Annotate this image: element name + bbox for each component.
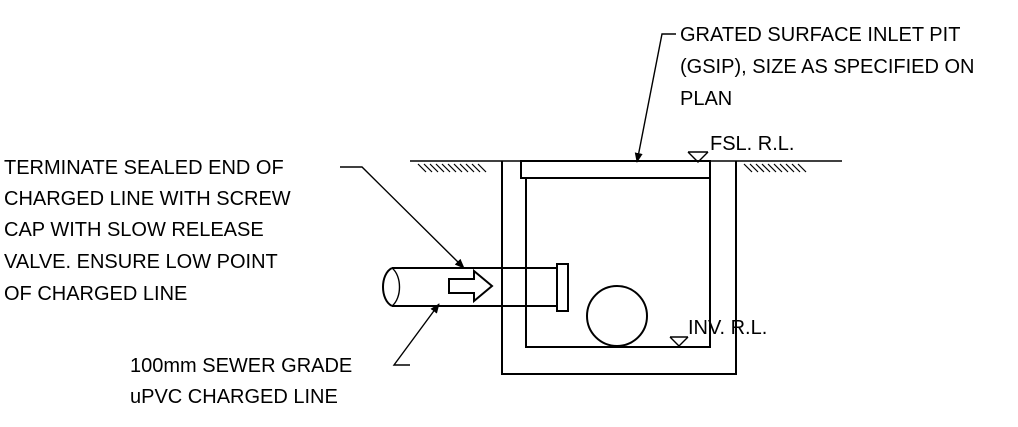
pit-inner-wall — [525, 178, 711, 348]
sewer-label-line1: 100mm SEWER GRADE — [130, 355, 352, 377]
fsl-level-marker — [687, 151, 709, 163]
gsip-label-line3: PLAN — [680, 88, 732, 110]
terminate-label-line5: OF CHARGED LINE — [4, 283, 187, 305]
pipe-break-curve — [391, 267, 401, 307]
flow-arrow — [448, 268, 494, 304]
gsip-label-line1: GRATED SURFACE INLET PIT — [680, 24, 960, 46]
terminate-label-line1: TERMINATE SEALED END OF — [4, 157, 284, 179]
gsip-label-line2: (GSIP), SIZE AS SPECIFIED ON — [680, 56, 975, 78]
terminate-label-line2: CHARGED LINE WITH SCREW — [4, 188, 291, 210]
sewer-leader — [392, 303, 440, 366]
ground-hatch-right — [743, 163, 807, 173]
fsl-label: FSL. R.L. — [710, 133, 794, 155]
inv-level-marker — [669, 336, 689, 347]
ground-hatch-left — [417, 163, 487, 173]
gsip-leader — [634, 33, 676, 163]
screw-cap — [556, 263, 569, 312]
terminate-label-line3: CAP WITH SLOW RELEASE — [4, 219, 264, 241]
charged-line-pipe — [382, 267, 557, 307]
terminate-leader — [340, 166, 465, 269]
inv-label: INV. R.L. — [688, 317, 767, 339]
terminate-label-line4: VALVE. ENSURE LOW POINT — [4, 251, 278, 273]
sewer-label-line2: uPVC CHARGED LINE — [130, 386, 338, 408]
outlet-pipe-circle — [586, 285, 648, 347]
grate — [520, 160, 711, 179]
